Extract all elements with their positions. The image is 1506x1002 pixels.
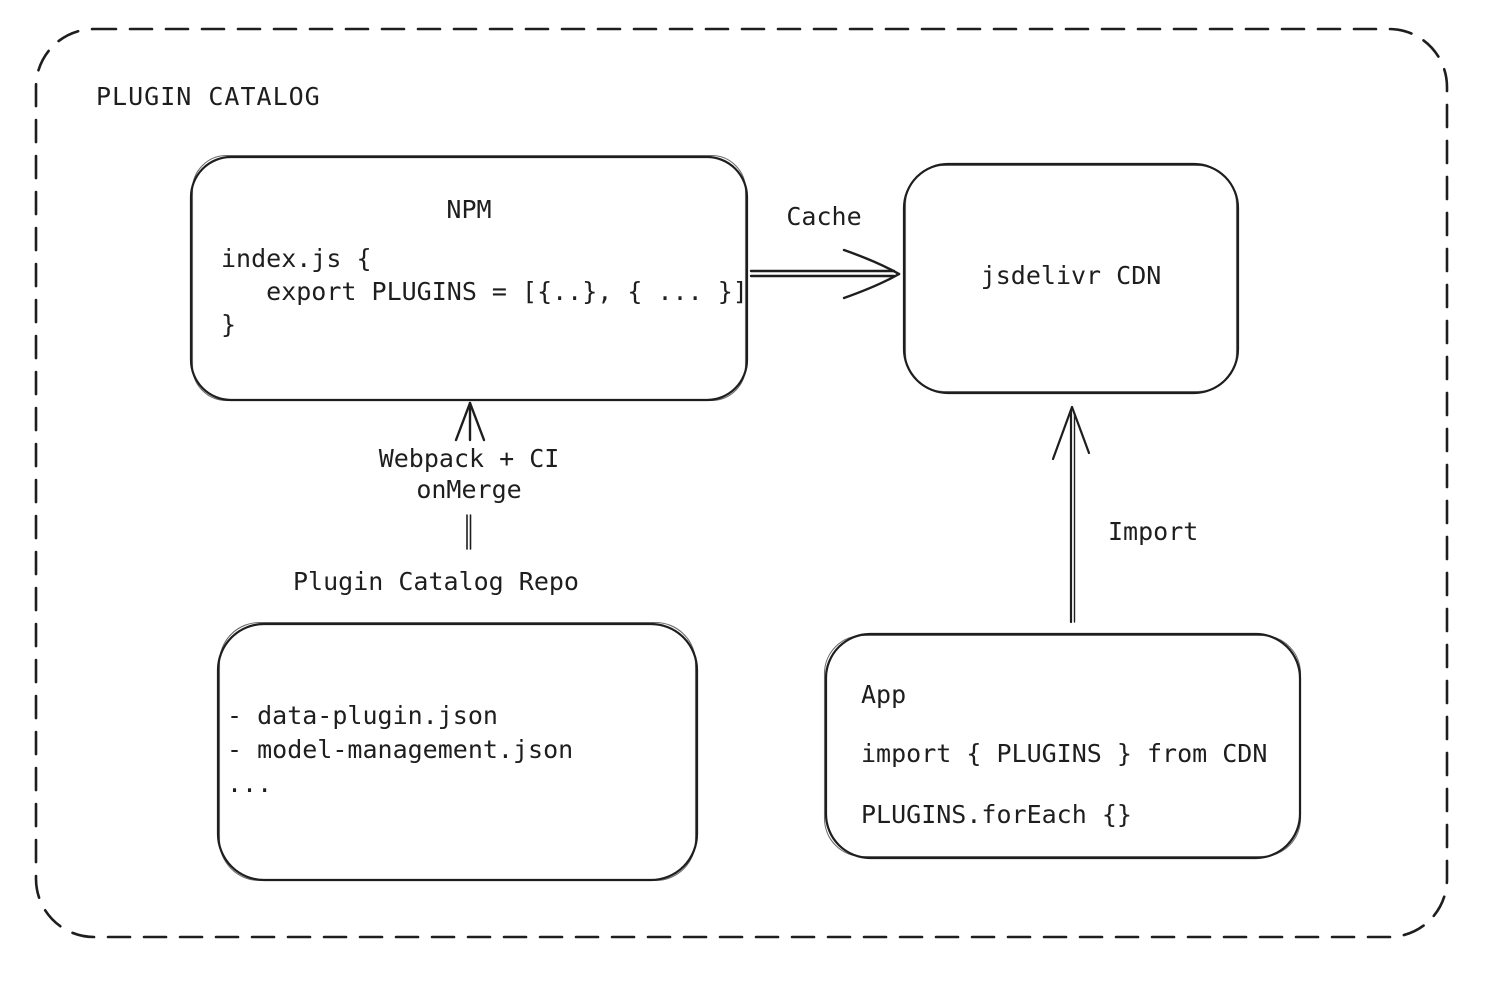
app-box-title: App bbox=[861, 680, 907, 709]
catalog-boundary-border bbox=[34, 27, 1449, 939]
repo-box bbox=[216, 621, 699, 882]
app-foreach-code: PLUGINS.forEach {} bbox=[861, 800, 1132, 829]
import-arrow bbox=[1051, 405, 1091, 624]
build-arrow-label: Webpack + CI onMerge bbox=[378, 444, 560, 504]
cdn-box-label: jsdelivr CDN bbox=[980, 261, 1162, 290]
app-import-code: import { PLUGINS } from CDN bbox=[861, 739, 1268, 768]
repo-file-list: - data-plugin.json - model-management.js… bbox=[227, 701, 574, 798]
npm-box-title: NPM bbox=[446, 195, 492, 224]
cache-arrow-label: Cache bbox=[786, 202, 862, 231]
build-arrow bbox=[454, 401, 486, 550]
repo-box-label: Plugin Catalog Repo bbox=[293, 567, 579, 596]
diagram-title: PLUGIN CATALOG bbox=[96, 82, 321, 111]
cdn-box bbox=[902, 162, 1240, 395]
cache-arrow bbox=[749, 248, 901, 300]
import-arrow-label: Import bbox=[1108, 517, 1199, 546]
npm-box bbox=[189, 154, 749, 402]
app-box bbox=[823, 632, 1302, 860]
npm-index-js-code: index.js { export PLUGINS = [{..}, { ...… bbox=[221, 244, 748, 339]
